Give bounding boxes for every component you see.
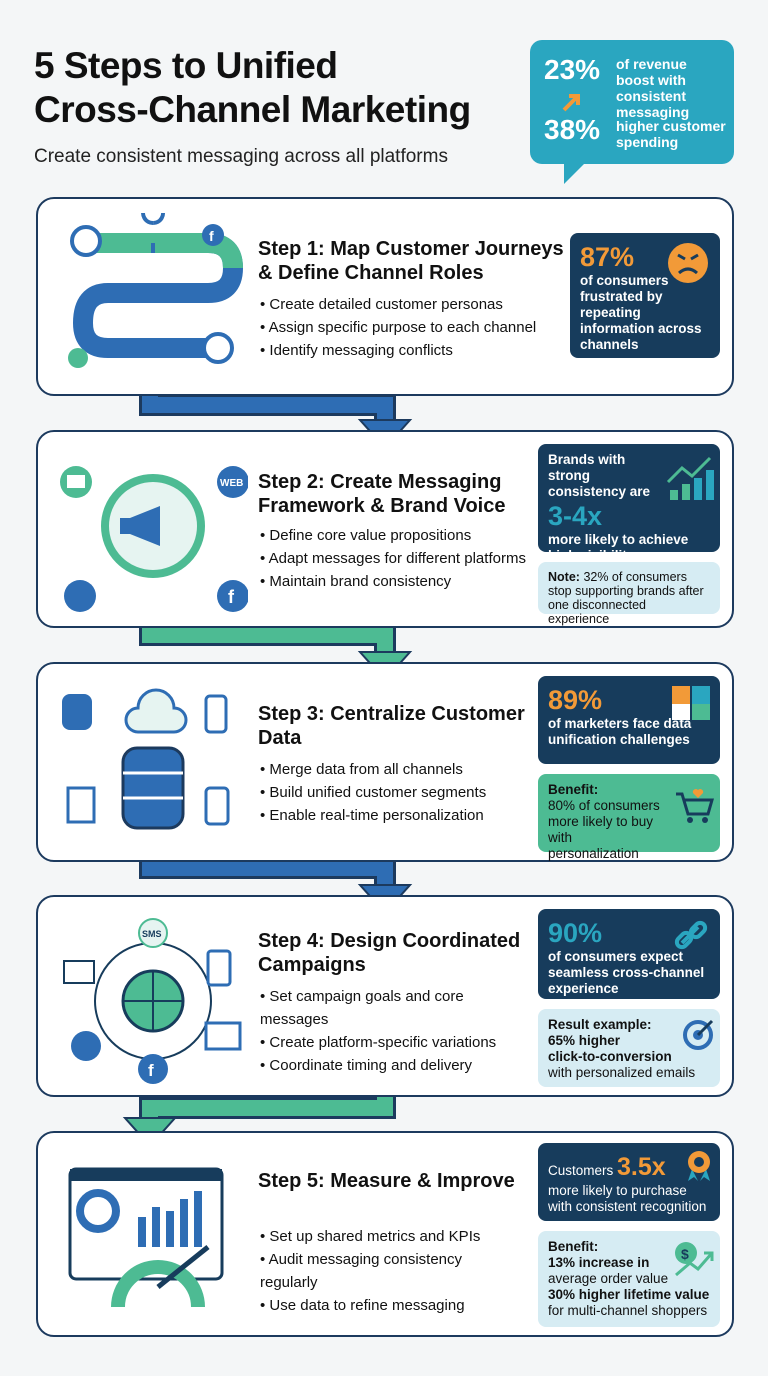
- step-card-4: SMS f Step 4: Design Coordinated Campaig…: [36, 895, 734, 1097]
- step-bullets: Merge data from all channels Build unifi…: [260, 758, 486, 827]
- bullet-item: Enable real-time personalization: [260, 804, 486, 827]
- bullet-item: Coordinate timing and delivery: [260, 1054, 510, 1077]
- stat-text: of revenue boost with consistent messagi…: [616, 56, 690, 120]
- link-icon: [674, 920, 708, 950]
- benefit-box: Benefit: 13% increase in average order v…: [538, 1231, 720, 1327]
- benefit-box: Benefit: 80% of consumers more likely to…: [538, 774, 720, 861]
- bullet-item: Maintain brand consistency: [260, 570, 526, 593]
- bullet-item: Create platform-specific variations: [260, 1031, 510, 1054]
- target-icon: [683, 1019, 714, 1050]
- svg-text:SMS: SMS: [142, 929, 162, 939]
- stat-text: more likely to achieve high visibility: [548, 532, 689, 563]
- bullet-item: Merge data from all channels: [260, 758, 486, 781]
- benefit-line: 13% increase in: [548, 1255, 650, 1270]
- stat-text: of consumers frustrated by repeating inf…: [580, 273, 702, 352]
- centralized-database-icon: [62, 688, 230, 830]
- stat-value: 3.5x: [617, 1153, 666, 1181]
- step-title: Step 1: Map Customer Journeys & Define C…: [258, 238, 564, 284]
- channel-network-icon: SMS f: [63, 918, 242, 1084]
- benefit-line: 30% higher lifetime value: [548, 1287, 710, 1302]
- highlight-bubble: 23% of revenue boost with consistent mes…: [530, 40, 734, 184]
- puzzle-icon: [672, 686, 710, 720]
- step-title: Step 3: Centralize Customer Data: [258, 703, 525, 749]
- note-box: Note: 32% of consumers stop supporting b…: [538, 562, 720, 626]
- step-bullets: Set campaign goals and core messages Cre…: [260, 985, 510, 1077]
- stat-box: Brands with strong consistency are 3-4x …: [538, 444, 720, 563]
- bullet-item: Identify messaging conflicts: [260, 339, 536, 362]
- benefit-label: Benefit:: [548, 1239, 599, 1254]
- megaphone-chat-icon: WEB f: [60, 466, 248, 612]
- stat-box: 90% of consumers expect seamless cross-c…: [538, 909, 720, 999]
- frustrated-face-icon: [668, 243, 708, 283]
- svg-text:WEB: WEB: [220, 478, 243, 489]
- bullet-item: Adapt messages for different platforms: [260, 547, 526, 570]
- stat-text: of marketers face data unification chall…: [548, 716, 692, 747]
- svg-text:f: f: [209, 228, 214, 244]
- step-title: Step 5: Measure & Improve: [258, 1170, 515, 1192]
- stat-value: 38%: [544, 114, 601, 145]
- svg-text:f: f: [148, 1061, 154, 1080]
- stat-text: higher customer spending: [616, 118, 726, 150]
- result-line: click-to-conversion: [548, 1049, 672, 1064]
- money-growth-icon: $: [675, 1242, 714, 1277]
- page-subtitle: Create consistent messaging across all p…: [34, 146, 448, 167]
- result-line: with personalized emails: [548, 1065, 696, 1080]
- bullet-item: Set campaign goals and core messages: [260, 985, 510, 1031]
- customer-journey-road-icon: f: [68, 213, 244, 368]
- stat-value: 87%: [580, 242, 635, 272]
- stat-box: 87% of consumers frustrated by repeating…: [570, 233, 720, 358]
- benefit-label: Benefit:: [548, 782, 599, 797]
- stat-value: 89%: [548, 685, 603, 715]
- note-label: Note:: [548, 570, 580, 584]
- step-bullets: Define core value propositions Adapt mes…: [260, 524, 526, 593]
- bullet-item: Create detailed customer personas: [260, 293, 536, 316]
- stat-text: of consumers expect seamless cross-chann…: [548, 949, 705, 996]
- award-badge-icon: [688, 1151, 710, 1181]
- benefit-text: 80% of consumers more likely to buy with…: [548, 798, 660, 861]
- bullet-item: Set up shared metrics and KPIs: [260, 1225, 520, 1248]
- arrow-up-right-icon: [562, 94, 580, 112]
- svg-text:f: f: [228, 587, 235, 607]
- note-text: 32% of consumers stop supporting brands …: [548, 570, 704, 626]
- bullet-item: Define core value propositions: [260, 524, 526, 547]
- benefit-line: for multi-channel shoppers: [548, 1303, 708, 1318]
- step-bullets: Create detailed customer personas Assign…: [260, 293, 537, 362]
- result-box: Result example: 65% higher click-to-conv…: [538, 1009, 720, 1087]
- result-line: 65% higher: [548, 1033, 621, 1048]
- svg-text:$: $: [681, 1246, 689, 1262]
- stat-value: 3-4x: [548, 501, 603, 531]
- bullet-item: Use data to refine messaging: [260, 1294, 520, 1317]
- step-card-3: Step 3: Centralize Customer Data Merge d…: [36, 662, 734, 862]
- stat-value: 90%: [548, 918, 603, 948]
- step-bullets: Set up shared metrics and KPIs Audit mes…: [260, 1225, 520, 1317]
- stat-value: 23%: [544, 54, 601, 85]
- bullet-item: Audit messaging consistency regularly: [260, 1248, 520, 1294]
- bullet-item: Build unified customer segments: [260, 781, 486, 804]
- benefit-line: average order value: [548, 1271, 669, 1286]
- step-title: Step 2: Create Messaging Framework & Bra…: [258, 471, 506, 517]
- growth-chart-icon: [666, 456, 714, 500]
- result-label: Result example:: [548, 1017, 652, 1032]
- stat-text: more likely to purchase with consistent …: [548, 1183, 707, 1214]
- analytics-dashboard-icon: [68, 1167, 224, 1308]
- step-card-1: f Step 1: Map Customer Journeys & Define…: [36, 197, 734, 396]
- cart-heart-icon: [676, 789, 714, 823]
- stat-pretext: Brands with strong consistency are: [548, 452, 651, 499]
- bullet-item: Assign specific purpose to each channel: [260, 316, 537, 339]
- stat-pretext: Customers: [548, 1163, 614, 1178]
- step-title: Step 4: Design Coordinated Campaigns: [258, 930, 521, 976]
- step-card-2: WEB f Step 2: Create Messaging Framework…: [36, 430, 734, 628]
- step-card-5: Step 5: Measure & Improve Set up shared …: [36, 1131, 734, 1337]
- stat-box: 89% of marketers face data unification c…: [538, 676, 720, 764]
- stat-box: Customers 3.5x more likely to purchase w…: [538, 1143, 720, 1221]
